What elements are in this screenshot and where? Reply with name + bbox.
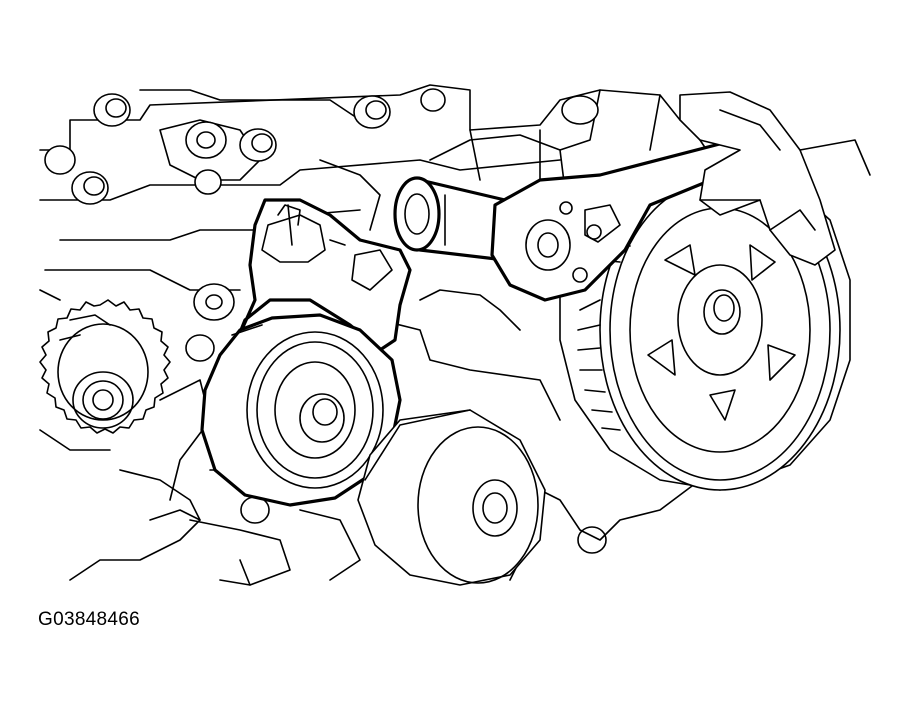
hand bbox=[679, 91, 871, 266]
bolt-row bbox=[44, 88, 599, 524]
bolt-1 bbox=[93, 93, 131, 127]
tensioner-pulley bbox=[200, 313, 402, 507]
figure-id-label: G03848466 bbox=[38, 609, 141, 630]
bolt-10 bbox=[193, 283, 235, 321]
bolt-3 bbox=[239, 128, 277, 162]
idler-pulley-lower bbox=[357, 409, 546, 586]
crankshaft-sprocket bbox=[39, 299, 171, 434]
bolt-2 bbox=[353, 95, 391, 129]
bolt-6 bbox=[185, 121, 227, 159]
wrench-tool bbox=[393, 138, 762, 302]
bolt-5 bbox=[44, 145, 76, 175]
bolt-9 bbox=[561, 95, 599, 125]
bolt-8 bbox=[420, 88, 446, 112]
bolt-4 bbox=[71, 171, 109, 205]
bolt-11 bbox=[185, 334, 215, 362]
bolt-7 bbox=[194, 169, 222, 195]
